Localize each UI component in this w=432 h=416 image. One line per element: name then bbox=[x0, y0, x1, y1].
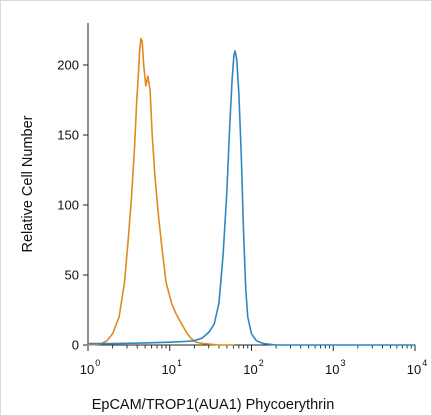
x-axis-title: EpCAM/TROP1(AUA1) Phycoerythrin bbox=[92, 397, 335, 413]
x-tick-label: 101 bbox=[162, 358, 182, 377]
axes: 0 50 100 150 200 100 101 102 103 104 bbox=[57, 23, 427, 377]
x-tick-label: 102 bbox=[243, 358, 263, 377]
y-tick-label: 100 bbox=[57, 198, 79, 213]
histogram-series-2 bbox=[87, 50, 416, 346]
y-tick-label: 200 bbox=[57, 58, 79, 73]
x-tick-label: 100 bbox=[80, 358, 100, 377]
x-tick-label: 103 bbox=[325, 358, 345, 377]
histogram-series-1 bbox=[87, 37, 235, 346]
y-axis-title: Relative Cell Number bbox=[20, 115, 36, 252]
series-layer bbox=[87, 37, 416, 346]
y-tick-label: 0 bbox=[72, 338, 79, 353]
x-tick-label: 104 bbox=[407, 358, 427, 377]
y-tick-label: 150 bbox=[57, 128, 79, 143]
y-tick-label: 50 bbox=[65, 268, 79, 283]
